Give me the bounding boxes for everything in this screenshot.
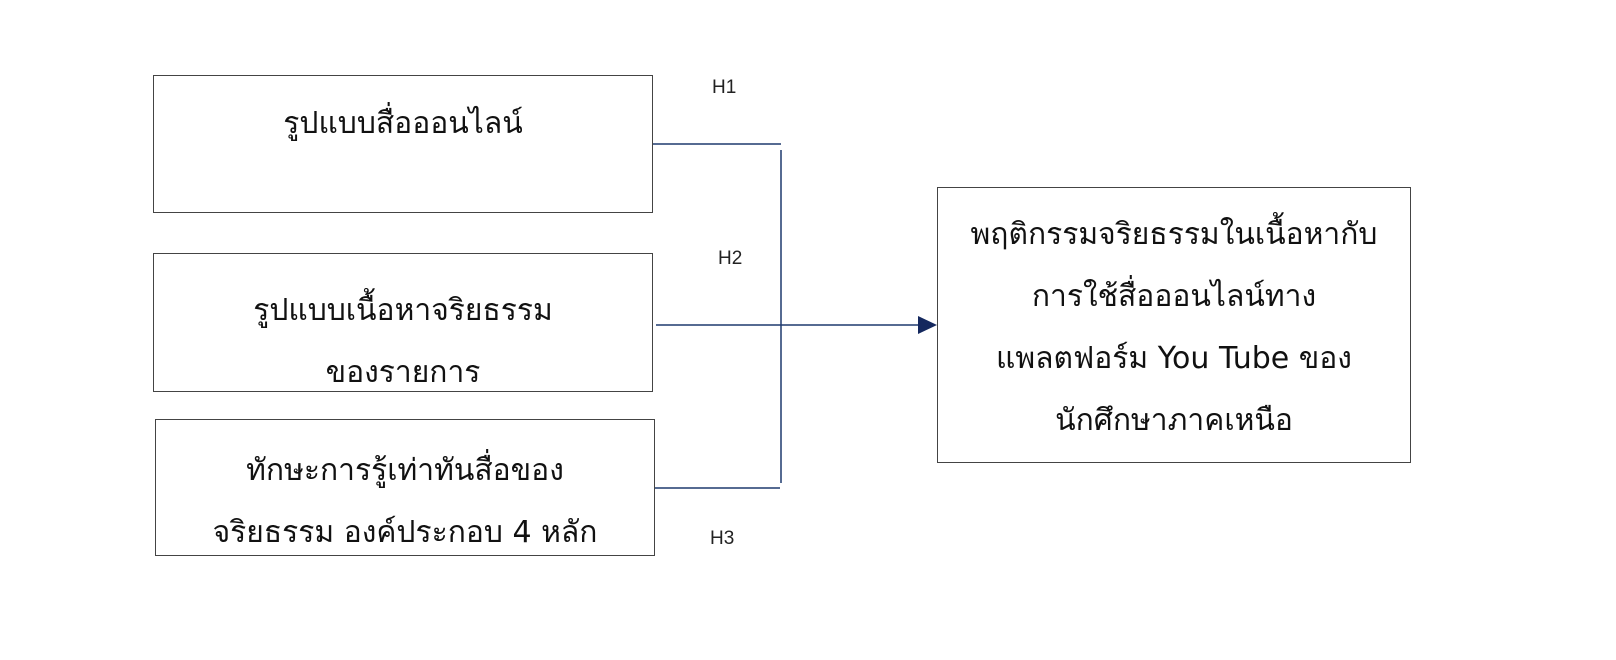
input-box-ethical-content-format: รูปแบบเนื้อหาจริยธรรม ของรายการ <box>153 253 653 392</box>
arrowhead-icon <box>918 316 937 334</box>
box-text-line: การใช้สื่อออนไลน์ทาง <box>1031 279 1317 314</box>
input-box-media-literacy-skills: ทักษะการรู้เท่าทันสื่อของ จริยธรรม องค์ป… <box>155 419 655 556</box>
box-text-line: พฤติกรรมจริยธรรมในเนื้อหากับ <box>970 217 1378 252</box>
box-text-line: นักศึกษาภาคเหนือ <box>1055 403 1293 438</box>
box-text-line: รูปแบบสื่อออนไลน์ <box>283 106 523 141</box>
outcome-box-ethical-behavior: พฤติกรรมจริยธรรมในเนื้อหากับ การใช้สื่ออ… <box>937 187 1411 463</box>
hypothesis-label-h3: H3 <box>710 528 735 549</box>
hypothesis-label-h2: H2 <box>718 248 743 269</box>
box-text-line: ของรายการ <box>325 355 481 390</box>
hypothesis-label-h1: H1 <box>712 77 737 98</box>
box-text-line: รูปแบบเนื้อหาจริยธรรม <box>253 293 553 328</box>
box-text-line: ทักษะการรู้เท่าทันสื่อของ <box>246 453 564 488</box>
box-text-line: จริยธรรม องค์ประกอบ 4 หลัก <box>212 515 598 550</box>
input-box-online-media-format: รูปแบบสื่อออนไลน์ <box>153 75 653 213</box>
box-text-line: แพลตฟอร์ม You Tube ของ <box>996 341 1352 376</box>
